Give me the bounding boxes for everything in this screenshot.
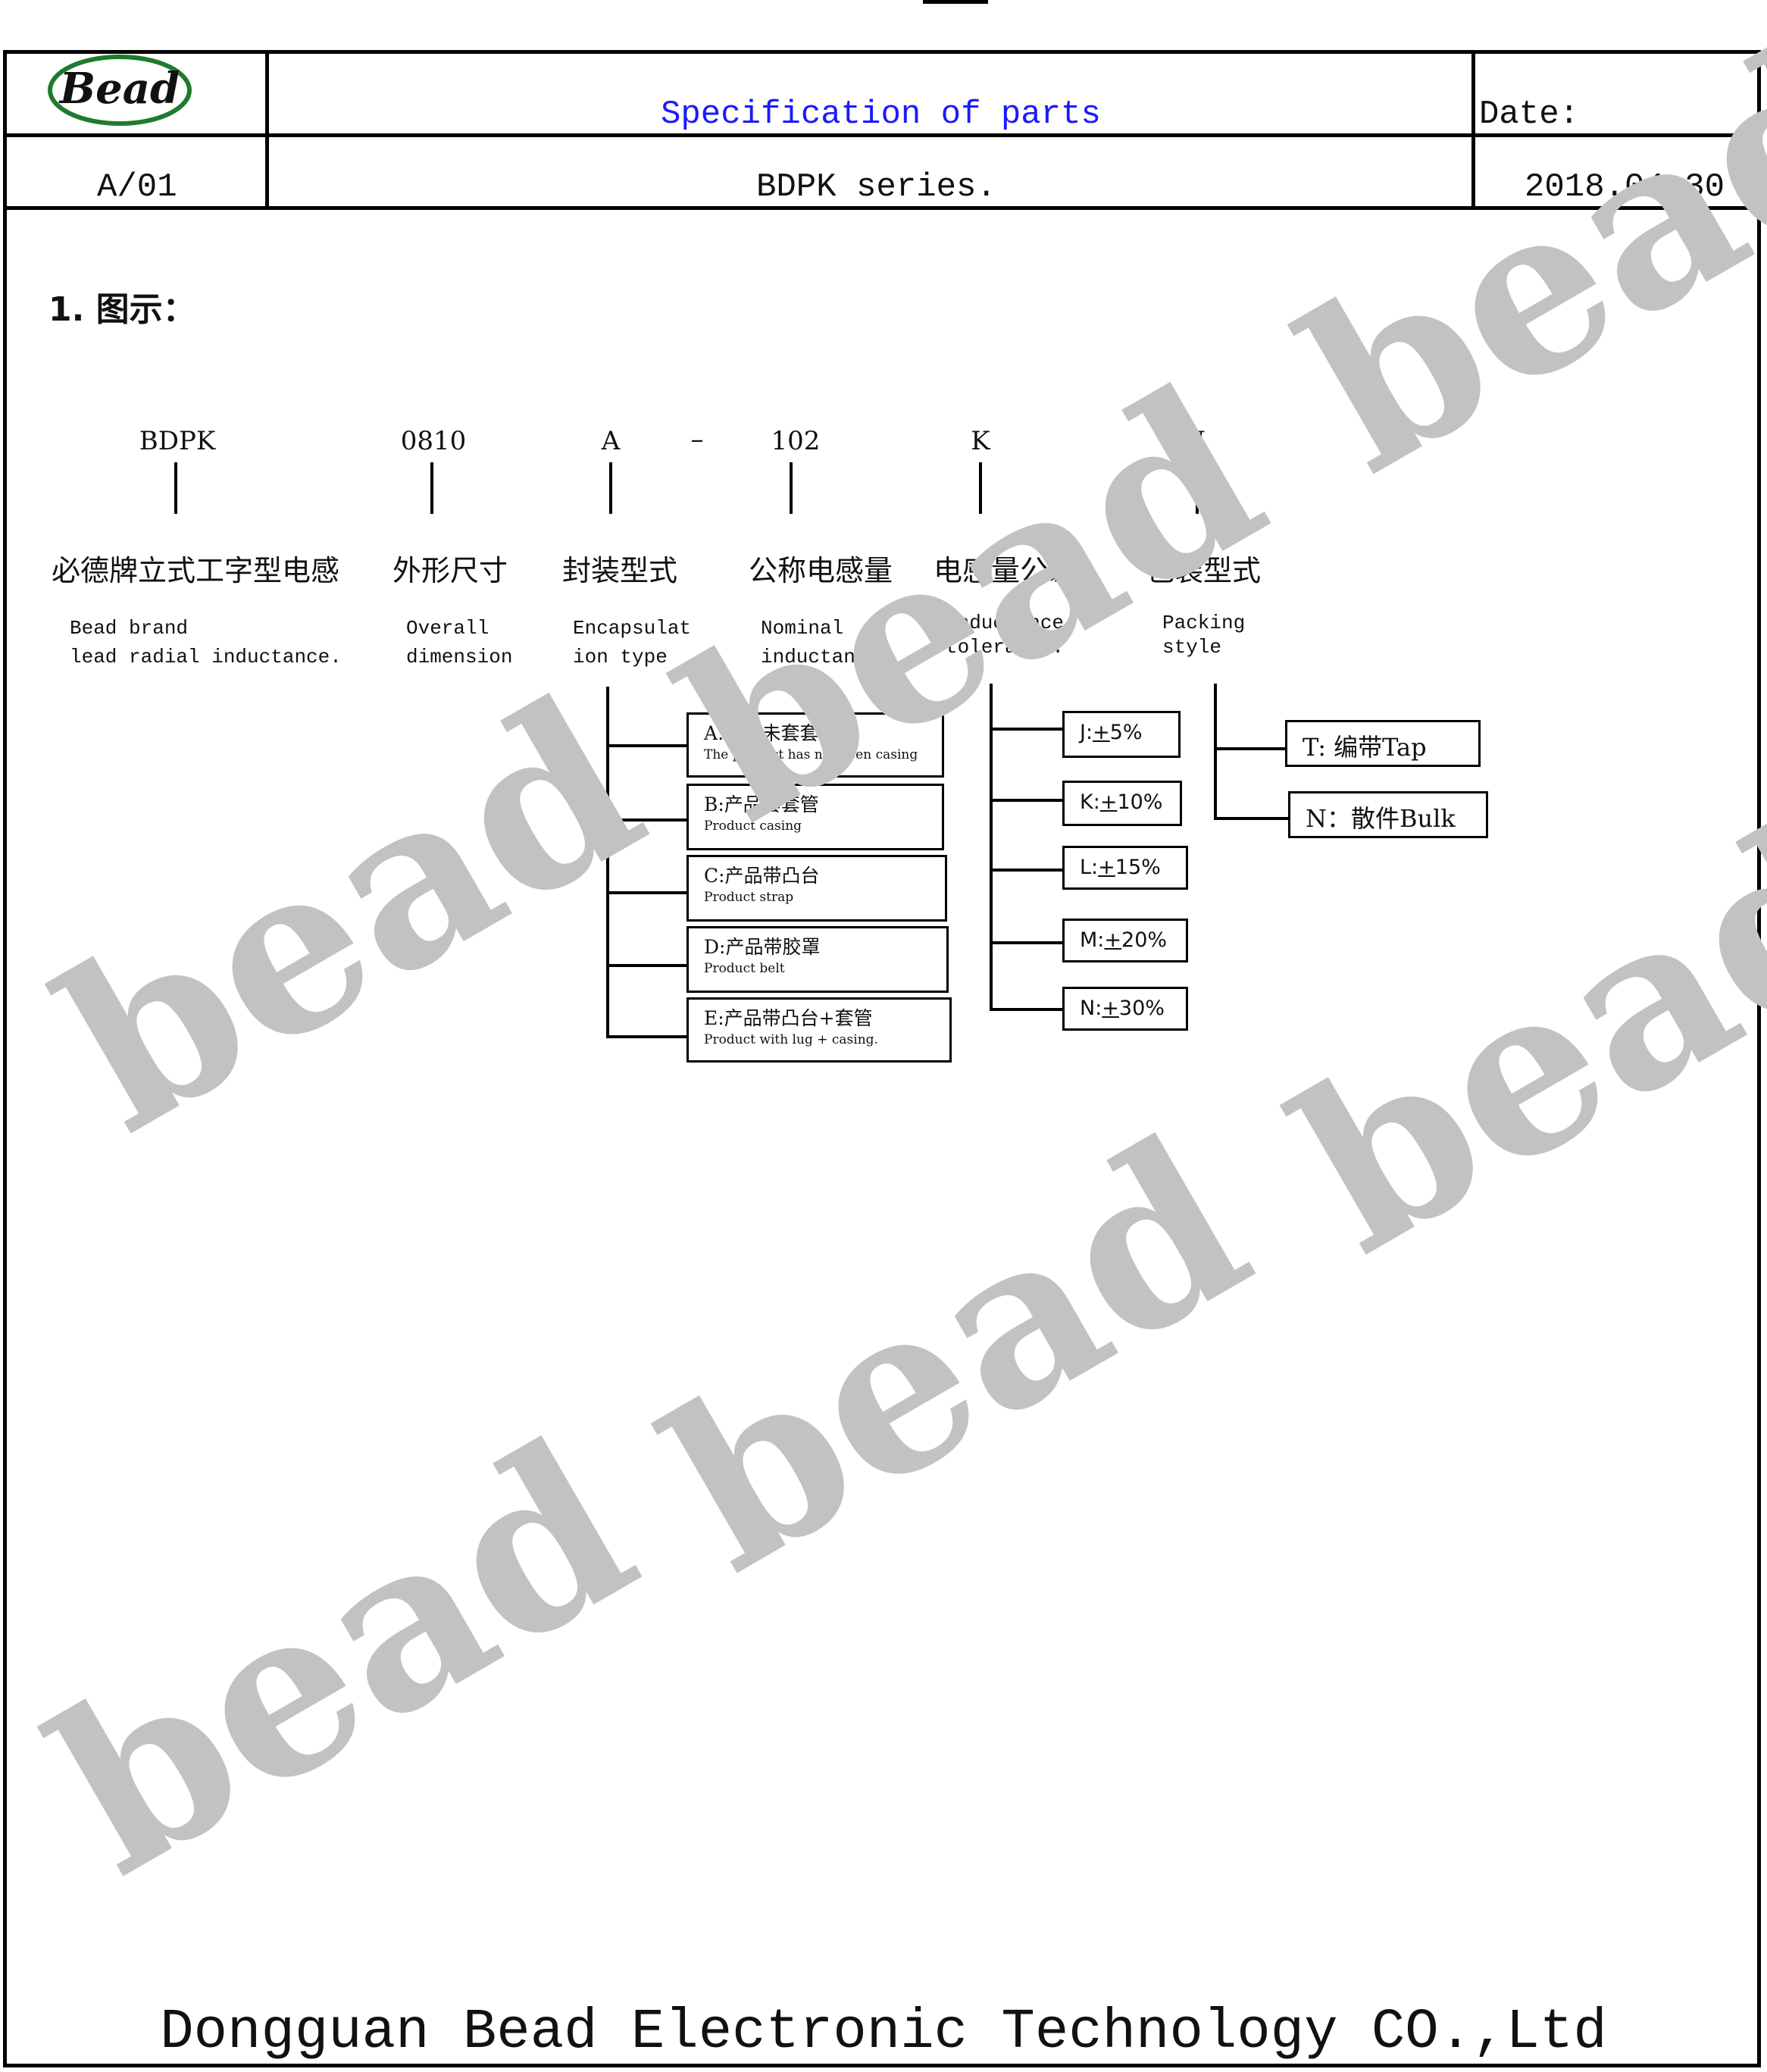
label-en-inductance: Nominal inductance. (761, 617, 891, 668)
encap-option-c-desc: Product strap (704, 890, 794, 905)
tolerance-option-j: J:+5% (1062, 711, 1181, 758)
top-mark (923, 0, 988, 4)
series-name: BDPK series. (756, 168, 996, 206)
code-k: K (971, 426, 990, 456)
bead-logo: Bead (45, 53, 194, 127)
version: A/01 (97, 168, 177, 206)
encap-branch-a (606, 744, 688, 747)
date-label: Date: (1479, 95, 1580, 133)
tol-m-value: 20% (1121, 928, 1168, 952)
encap-branch-b (606, 818, 690, 822)
tick-bdpk (174, 462, 177, 514)
encap-option-c-label: C:产品带凸台 (704, 865, 820, 887)
code-0810: 0810 (400, 426, 467, 456)
tol-j-pm: + (1093, 721, 1110, 744)
pack-branch-n (1214, 817, 1290, 820)
code-dash: – (690, 424, 704, 455)
tol-k-prefix: K: (1080, 790, 1100, 814)
label-zh-packing: 包装型式 (1146, 554, 1262, 587)
header-divider-2 (3, 206, 1761, 210)
tol-branch-m (990, 941, 1064, 944)
encap-option-b-desc: Product casing (704, 818, 802, 834)
tolerance-option-m: M:+20% (1062, 919, 1188, 962)
encap-branch-c (606, 891, 690, 894)
spec-title: Specification of parts (661, 95, 1101, 133)
packing-option-tape: T: 编带Tap (1285, 720, 1481, 767)
label-zh-dimension: 外形尺寸 (392, 554, 508, 587)
code-n: N (1183, 426, 1206, 456)
tolerance-tree-trunk (990, 684, 993, 1011)
label-zh-inductance: 公称电感量 (749, 554, 893, 587)
code-a: A (601, 426, 621, 456)
encap-option-d: D:产品带胶罩 Product belt (686, 926, 949, 993)
logo-text: Bead (59, 64, 180, 114)
tol-k-value: 10% (1117, 790, 1163, 814)
tick-a (609, 462, 612, 514)
tol-l-pm: + (1098, 856, 1115, 879)
encap-option-a-desc: The product has not been casing (704, 747, 918, 762)
pack-branch-t (1214, 747, 1287, 750)
encap-option-e: E:产品带凸台+套管 Product with lug + casing. (686, 997, 952, 1063)
label-en-packing: Packing style (1162, 612, 1246, 659)
packing-tree-trunk (1214, 684, 1217, 820)
packing-option-bulk: N：散件Bulk (1288, 791, 1488, 838)
tol-n-prefix: N: (1080, 997, 1102, 1020)
encap-option-c: C:产品带凸台 Product strap (686, 855, 947, 922)
header-col-divider-1 (265, 50, 269, 210)
tick-k (979, 462, 982, 514)
tolerance-option-l: L:+15% (1062, 846, 1188, 890)
encap-option-d-desc: Product belt (704, 961, 785, 976)
encap-branch-d (606, 964, 690, 967)
encap-option-b-label: B:产品套套管 (704, 793, 819, 815)
tol-l-prefix: L: (1080, 856, 1099, 879)
label-en-brand: Bead brand lead radial inductance. (70, 617, 342, 668)
tick-102 (790, 462, 793, 514)
label-en-dimension: Overall dimension (406, 617, 513, 668)
section-heading: 1. 图示： (48, 290, 196, 329)
header-col-divider-2 (1471, 50, 1475, 210)
label-zh-brand: 必德牌立式工字型电感 (52, 554, 340, 587)
header-divider-1 (3, 133, 1761, 137)
label-en-encapsulation: Encapsulat ion type (573, 617, 692, 668)
tolerance-option-k: K:+10% (1062, 781, 1182, 826)
encap-tree-trunk (606, 687, 609, 1038)
label-en-tolerance: Inductance tolerance. (946, 612, 1065, 659)
tol-n-value: 30% (1118, 997, 1165, 1020)
tol-l-value: 15% (1115, 856, 1161, 879)
code-bdpk: BDPK (139, 426, 216, 456)
tol-m-pm: + (1104, 928, 1122, 952)
tol-k-pm: + (1099, 790, 1118, 814)
tol-j-prefix: J: (1080, 721, 1093, 744)
tolerance-option-n: N:+30% (1062, 987, 1188, 1031)
encap-option-d-label: D:产品带胶罩 (704, 936, 821, 958)
encap-option-a: A:产品未套套管 The product has not been casing (686, 712, 944, 778)
tol-branch-k (990, 799, 1064, 802)
tick-n (1196, 462, 1199, 514)
document-frame (3, 50, 1761, 2067)
encap-option-a-label: A:产品未套套管 (704, 722, 838, 744)
tol-m-prefix: M: (1080, 928, 1105, 952)
encap-option-e-label: E:产品带凸台+套管 (704, 1007, 873, 1029)
tol-branch-j (990, 728, 1064, 731)
encap-option-e-desc: Product with lug + casing. (704, 1032, 878, 1047)
label-zh-encapsulation: 封装型式 (562, 554, 678, 587)
tol-branch-n (990, 1008, 1064, 1011)
tol-j-value: 5% (1109, 721, 1143, 744)
tol-branch-l (990, 869, 1064, 872)
code-102: 102 (771, 426, 821, 456)
label-zh-tolerance: 电感量公差 (934, 554, 1078, 587)
encap-branch-e (606, 1035, 690, 1038)
tol-n-pm: + (1102, 997, 1119, 1020)
tick-0810 (430, 462, 433, 514)
company-footer: Dongguan Bead Electronic Technology CO.,… (160, 2001, 1607, 2064)
date-value: 2018.04.30 (1525, 168, 1725, 206)
encap-option-b: B:产品套套管 Product casing (686, 784, 944, 850)
